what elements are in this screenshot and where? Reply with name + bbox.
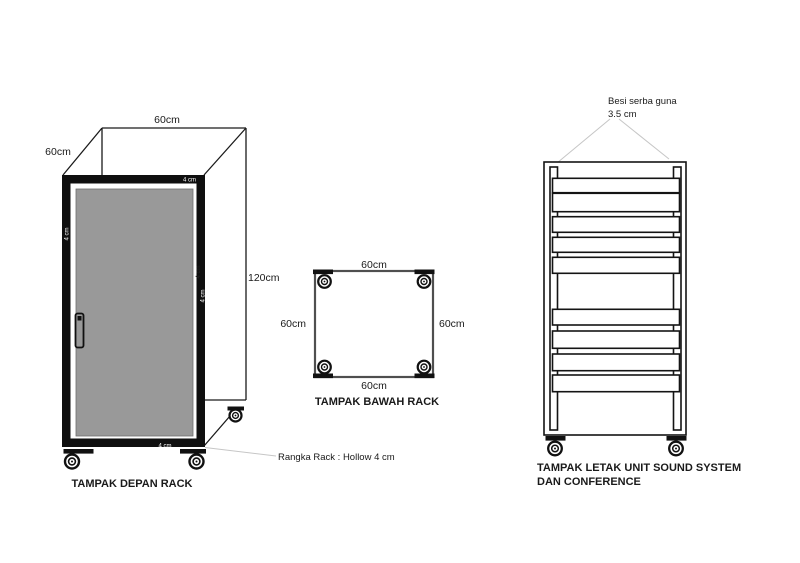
perspective-bottom-right-edge [203,415,231,447]
bottom-dim-left: 60cm [280,318,306,330]
front-view-title: TAMPAK DEPAN RACK [72,478,193,490]
bottom-caster-bottom-left [313,359,333,379]
bottom-caster-bottom-right [414,359,435,379]
bottom-view-title: TAMPAK BAWAH RACK [315,396,439,408]
layout-view-title-line1: TAMPAK LETAK UNIT SOUND SYSTEM [537,462,741,474]
besi-leader-right [618,118,670,160]
bottom-dim-right: 60cm [439,318,465,330]
frame-label-right-inner: 4 cm [196,265,202,278]
bottom-dim-bottom: 60cm [361,380,387,392]
unit-shelf [551,256,681,275]
layout-caster-left [545,436,566,457]
rangka-annotation: Rangka Rack : Hollow 4 cm [278,452,395,463]
bottom-caster-top-left [313,269,333,289]
front-caster-left [63,449,94,470]
bottom-frame [313,269,435,379]
perspective-top-right-edge [203,127,247,176]
front-dim-height: 120cm [248,272,280,284]
front-dim-left: 60cm [45,146,71,158]
besi-leader-left [556,118,611,164]
unit-shelf [551,353,681,372]
front-view-drawing: 60cm 60cm 120cm 4 cm 4 cm 4 cm 4 cm 4 cm… [45,114,395,490]
frame-label-bottom: 4 cm [158,444,171,450]
layout-rail-right [672,166,682,431]
front-dim-top: 60cm [154,114,180,126]
unit-shelf [551,177,681,194]
layout-rail-left [549,166,559,431]
perspective-top-left-edge [62,127,103,176]
unit-shelf [551,330,681,350]
frame-label-left: 4 cm [65,227,71,240]
frame-label-right-frame: 4 cm [201,289,207,302]
besi-annotation-line2: 3.5 cm [608,109,637,120]
bottom-view-drawing: 60cm 60cm 60cm 60cm TAMPAK BAWAH RACK [280,259,465,408]
bottom-caster-top-right [414,269,435,289]
unit-shelf [551,374,681,393]
front-door-panel [75,188,194,437]
unit-shelf [551,308,681,326]
unit-shelf [551,215,681,234]
front-caster-right [180,449,206,470]
layout-view-title-line2: DAN CONFERENCE [537,476,641,488]
layout-caster-right [666,436,687,457]
besi-annotation-line1: Besi serba guna [608,96,677,107]
unit-shelf [551,236,681,254]
unit-shelf [551,192,681,213]
frame-label-top: 4 cm [183,178,196,184]
door-handle [74,312,85,349]
rangka-leader-line [204,447,277,457]
front-caster-back [227,406,244,423]
door-lock [77,316,82,321]
layout-view-drawing: Besi serba guna 3.5 cm TAMPAK LETAK UNIT… [537,96,741,488]
bottom-dim-top: 60cm [361,259,387,271]
